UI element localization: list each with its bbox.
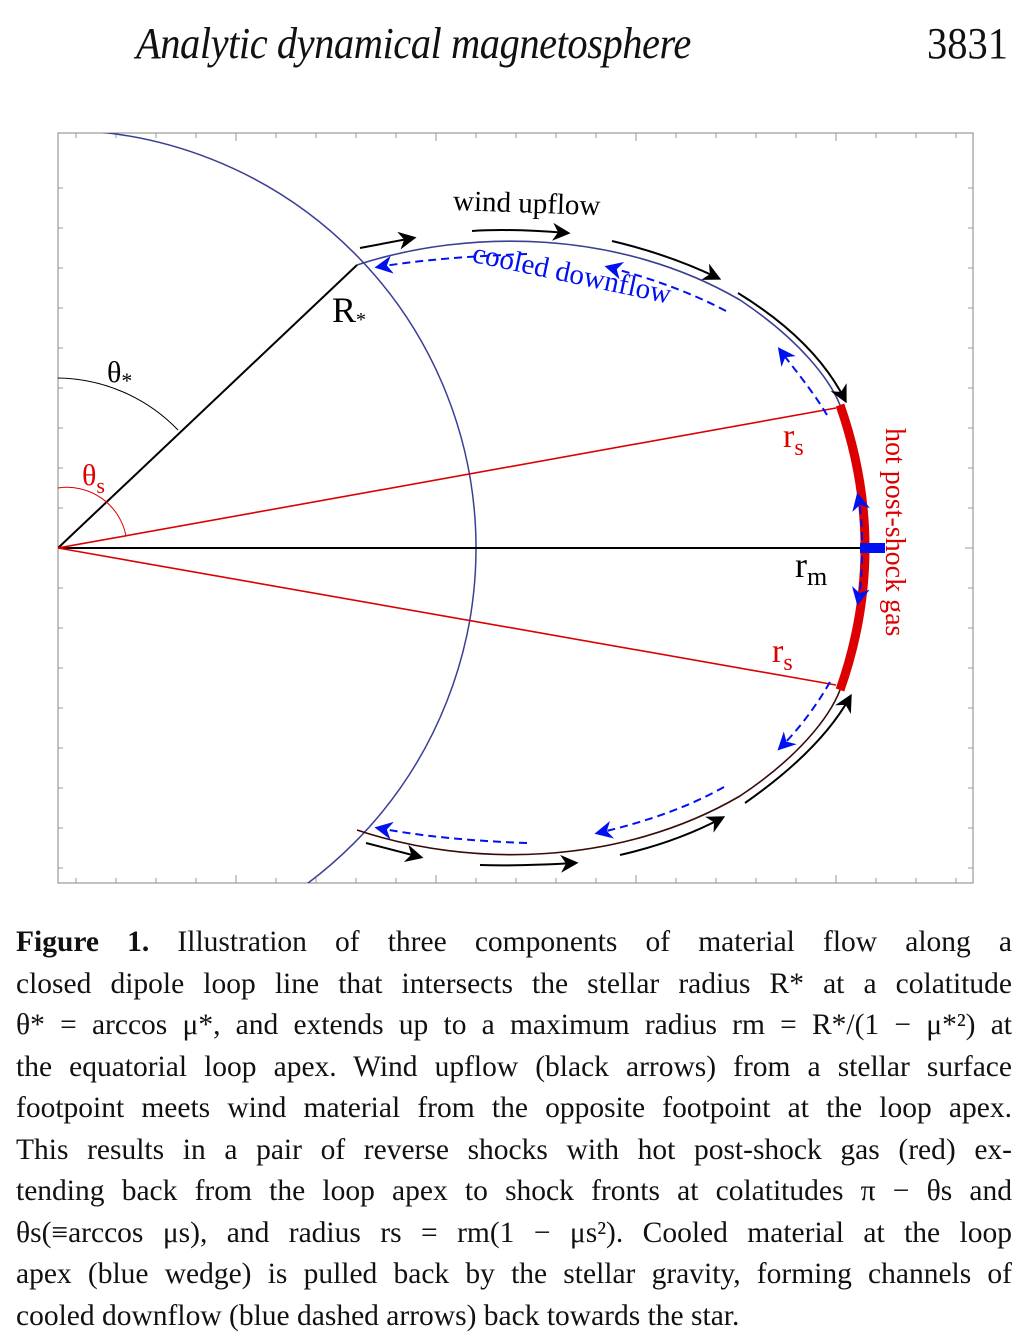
running-title: Analytic dynamical magnetosphere <box>136 19 691 68</box>
theta-star-arc <box>58 377 179 431</box>
caption-line: θs(≡arccos μs), and radius rs = rm(1 − μ… <box>16 1216 1012 1249</box>
dipole-loop-lower <box>356 689 841 856</box>
cooled-downflow-arrow <box>374 821 528 844</box>
dipole-loop-upper <box>356 240 841 406</box>
shock-radius-label-upper: rs <box>783 418 804 461</box>
caption-line: This results in a pair of reverse shocks… <box>16 1133 1012 1166</box>
wind-upflow-arrow <box>471 222 571 241</box>
cooled-apex-blue-wedge <box>860 543 885 553</box>
cooled-downflow-arrow <box>594 786 725 839</box>
star-surface-circle <box>100 133 477 883</box>
cooled-downflow-arrow <box>374 253 528 274</box>
page-header: Analytic dynamical magnetosphere 3831 <box>0 18 1024 78</box>
cooled-downflow-arrow <box>852 492 870 541</box>
shock-radius-line-upper <box>58 407 837 549</box>
cooled-downflow-arrow <box>851 555 870 606</box>
theta-s-arc <box>58 486 127 537</box>
wind-upflow-label: wind upflow <box>453 185 601 222</box>
caption-line: Figure 1. Illustration of three componen… <box>16 926 1012 958</box>
wind-upflow-arrow <box>737 292 847 404</box>
theta-s-label: θs <box>82 459 105 498</box>
frame-ticks <box>58 133 973 883</box>
cooled-downflow-arrow <box>604 261 727 312</box>
cooled-downflow-label: cooled downflow <box>470 237 674 310</box>
caption-line: the equatorial loop apex. Wind upflow (b… <box>16 1050 1012 1083</box>
theta-star-label: θ* <box>107 356 132 393</box>
figure-caption: Figure 1. Illustration of three componen… <box>16 922 1012 1337</box>
wind-upflow-arrow <box>479 854 579 873</box>
wind-upflow-arrow <box>619 816 726 856</box>
cooled-downflow-arrow <box>777 681 831 751</box>
cooled-downflow-arrow <box>777 347 828 416</box>
shock-radius-label-lower: rs <box>772 633 793 676</box>
hot-post-shock-gas-label: hot post-shock gas <box>879 428 910 636</box>
wind-upflow-arrow <box>365 842 424 863</box>
caption-line: closed dipole loop line that intersects … <box>16 967 1012 1000</box>
caption-line: tending back from the loop apex to shock… <box>16 1175 1012 1207</box>
caption-line: footpoint meets wind material from the o… <box>16 1092 1012 1124</box>
wind-upflow-arrow <box>744 693 852 804</box>
caption-label: Figure 1. <box>16 926 150 958</box>
caption-line: θ* = arccos μ*, and extends up to a maxi… <box>16 1009 1012 1041</box>
figure-1: R* θ* θs rs rs rm wind upflow cooled dow… <box>0 120 1024 910</box>
stellar-radius-line <box>58 264 358 549</box>
stellar-radius-label: R* <box>332 290 366 331</box>
shock-radius-line-lower <box>58 547 837 686</box>
magnetosphere-diagram: R* θ* θs rs rs rm wind upflow cooled dow… <box>57 132 974 884</box>
wind-upflow-arrow <box>611 240 722 280</box>
page-number: 3831 <box>927 19 1008 68</box>
caption-line: cooled downflow (blue dashed arrows) bac… <box>16 1299 740 1332</box>
max-radius-label: rm <box>795 545 827 591</box>
caption-line: apex (blue wedge) is pulled back by the … <box>16 1258 1012 1290</box>
wind-upflow-arrow <box>359 231 417 250</box>
